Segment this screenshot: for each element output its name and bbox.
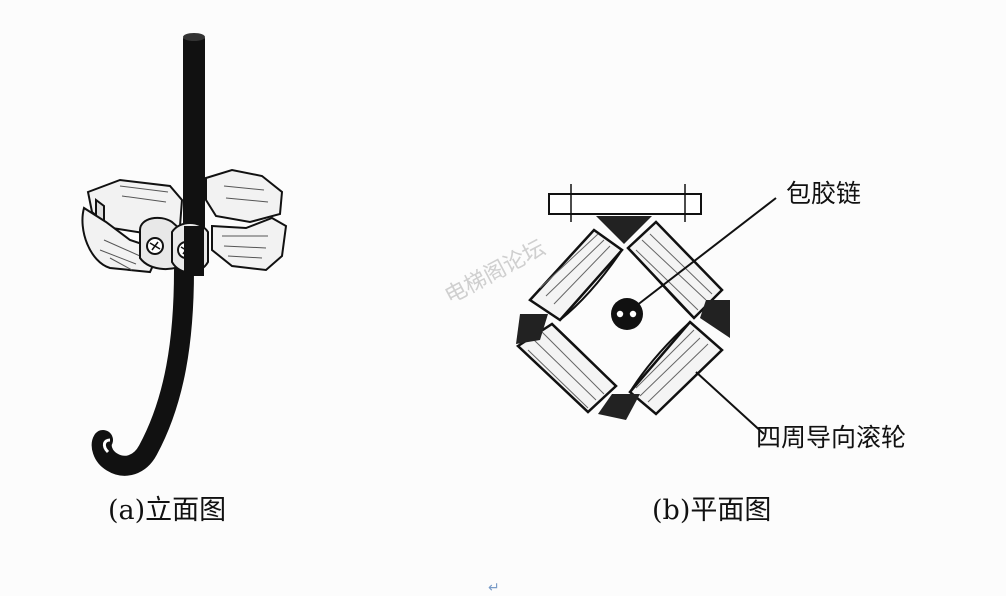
roller-leader: [695, 371, 765, 435]
elevation-caption: (a)立面图: [108, 495, 227, 526]
roller-assembly-right: [205, 168, 288, 272]
chain-label: 包胶链: [786, 179, 862, 208]
roller-diamond: [515, 220, 724, 416]
corner-mounts: [516, 216, 730, 420]
chain-lower-curve: [91, 260, 194, 476]
rollers-label: 四周导向滚轮: [756, 423, 907, 452]
plan-caption: (b)平面图: [652, 495, 772, 526]
chain-upper-segment: [183, 36, 205, 246]
chain-cross-section: [611, 298, 643, 330]
mounting-plate: [548, 193, 702, 215]
paragraph-mark: ↵: [488, 580, 500, 596]
chain-leader: [635, 197, 777, 307]
roller-bottom-right: [628, 320, 724, 416]
